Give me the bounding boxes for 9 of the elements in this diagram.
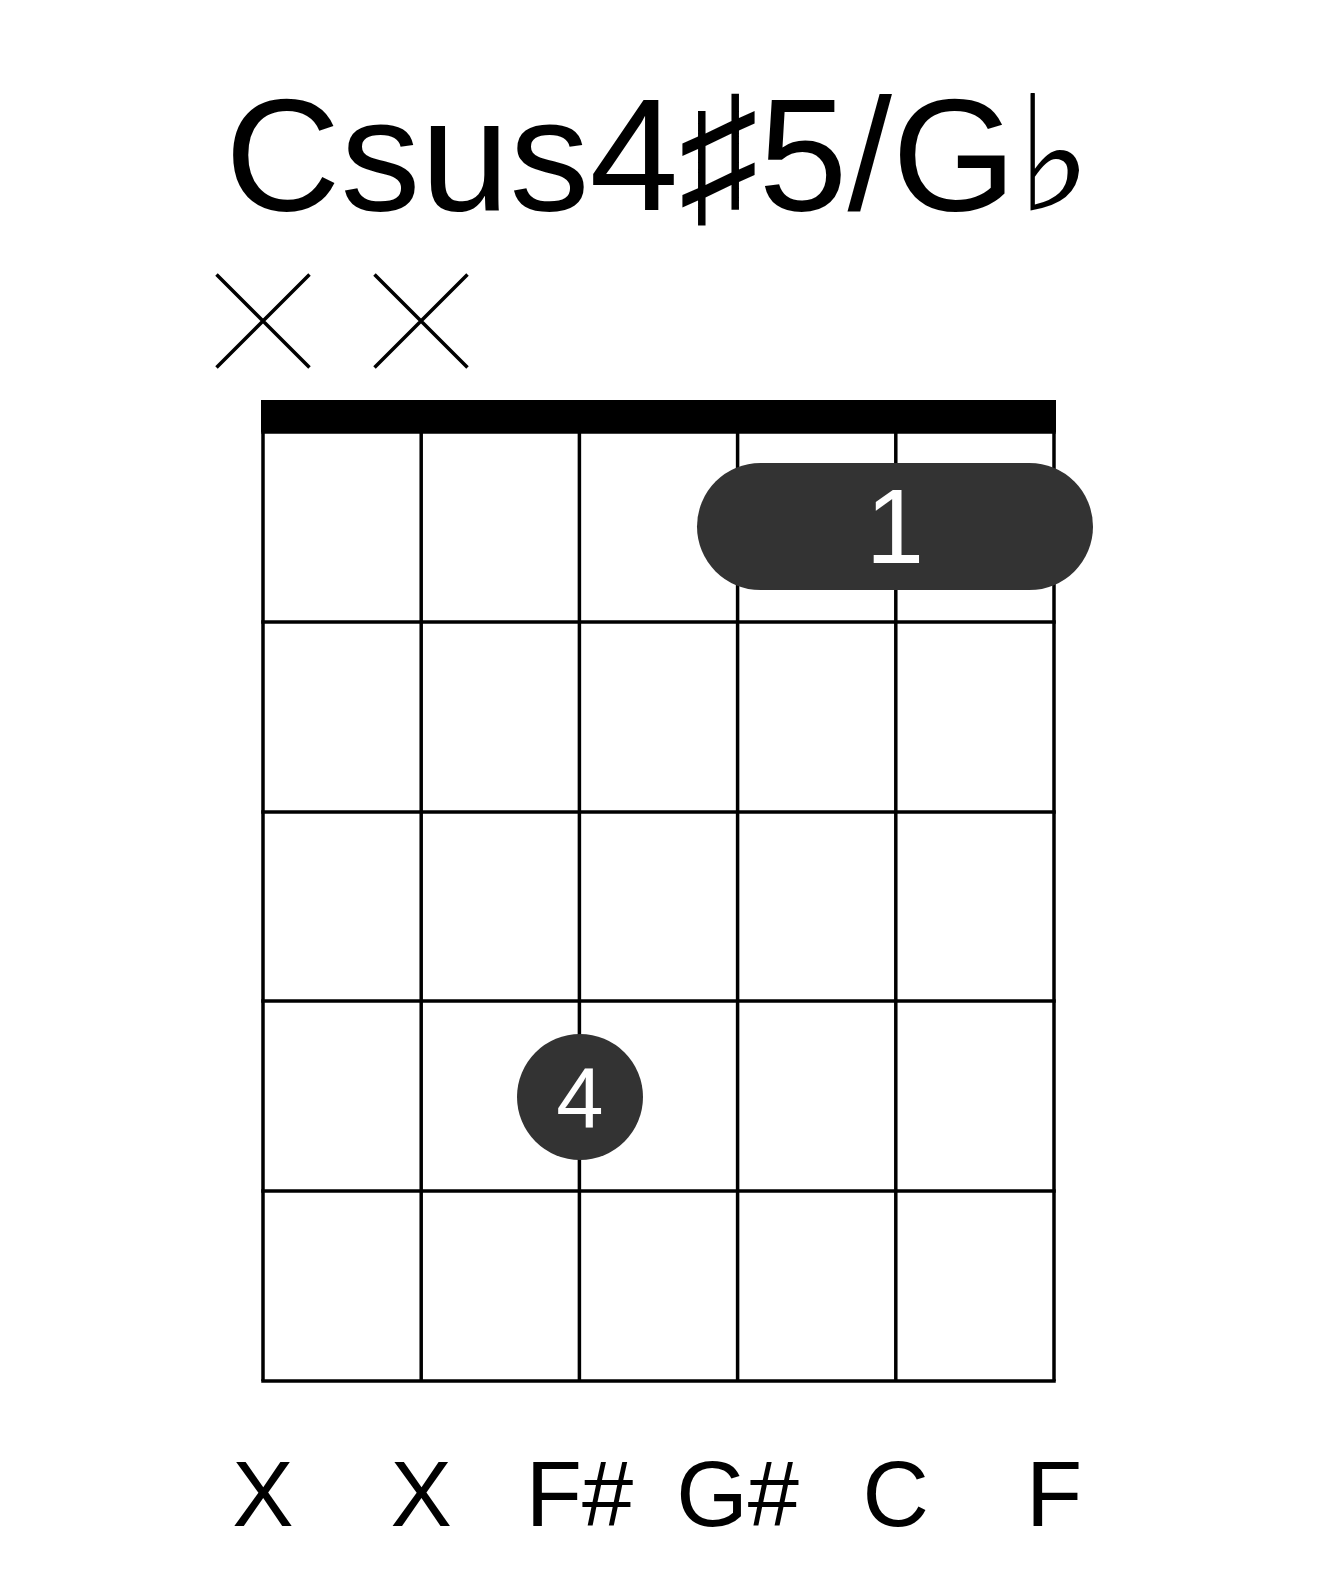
finger-number: 1 (865, 474, 925, 579)
note-name: X (390, 1448, 452, 1540)
note-name: F# (525, 1448, 634, 1540)
finger-number: 4 (556, 1054, 604, 1140)
note-name: F (1025, 1448, 1083, 1540)
note-name: X (232, 1448, 294, 1540)
note-name: G# (676, 1448, 799, 1540)
chord-title: Csus4♯5/G♭ (225, 75, 1092, 235)
note-name: C (862, 1448, 929, 1540)
